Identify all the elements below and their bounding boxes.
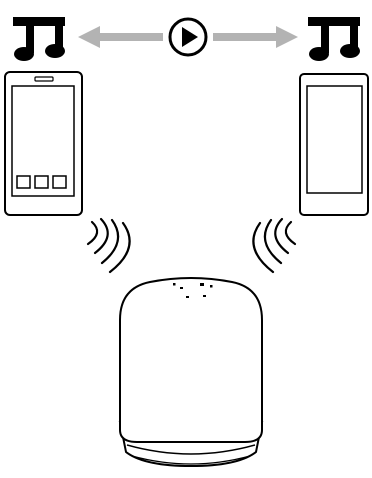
smartphone-device (5, 72, 82, 215)
app-icon (35, 176, 48, 188)
music-note-icon-left (13, 17, 65, 61)
wireless-speaker (120, 278, 262, 466)
arrow-right-icon (213, 26, 298, 48)
wireless-signal-left-icon (88, 219, 130, 272)
app-icon (17, 176, 30, 188)
wireless-signal-right-icon (253, 219, 295, 272)
arrow-left-icon (78, 26, 163, 48)
play-icon (170, 19, 206, 55)
app-icon (53, 176, 66, 188)
tablet-device (300, 74, 368, 215)
music-note-icon-right (308, 17, 360, 61)
